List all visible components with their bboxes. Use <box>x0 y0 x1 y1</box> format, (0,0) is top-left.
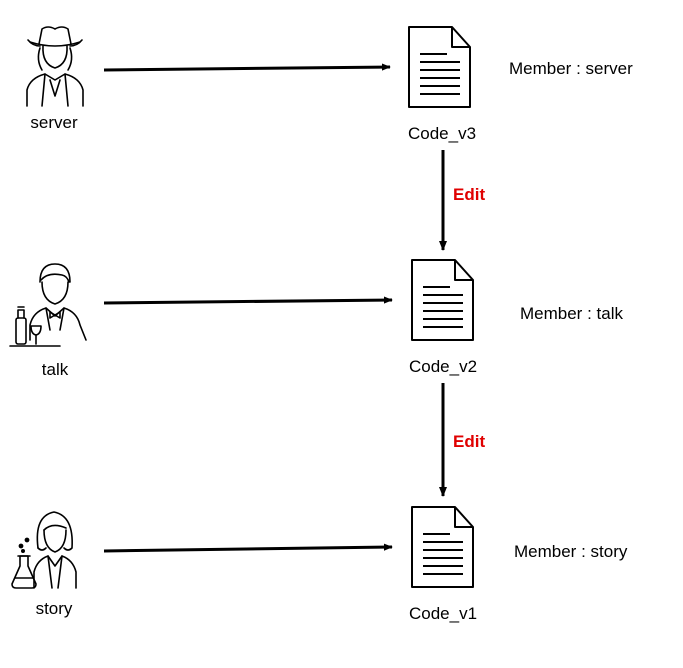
code-label-v1: Code_v1 <box>409 604 477 623</box>
person-story-group: story <box>12 512 76 618</box>
person-label-talk: talk <box>42 360 69 379</box>
cowboy-person-icon <box>27 27 83 106</box>
member-label-talk: Member : talk <box>520 304 623 323</box>
person-label-story: story <box>36 599 73 618</box>
assign-arrow-server <box>103 63 391 72</box>
code-label-v2: Code_v2 <box>409 357 477 376</box>
person-label-server: server <box>30 113 78 132</box>
document-icon <box>411 506 474 588</box>
code-file-v1-group: Code_v1 <box>409 506 477 623</box>
document-icon <box>411 259 474 341</box>
code-file-v3-group: Code_v3 <box>408 26 476 143</box>
member-label-story: Member : story <box>514 542 628 561</box>
member-label-server: Member : server <box>509 59 633 78</box>
scientist-woman-icon <box>12 512 76 588</box>
edit-label-1: Edit <box>453 185 485 204</box>
document-icon <box>408 26 471 108</box>
edit-label-2: Edit <box>453 432 485 451</box>
code-file-v2-group: Code_v2 <box>409 259 477 376</box>
waiter-person-icon <box>10 264 86 346</box>
person-talk-group: talk <box>10 264 86 379</box>
assign-arrow-story <box>103 543 393 553</box>
assign-arrow-talk <box>103 296 393 305</box>
person-server-group: server <box>27 27 83 132</box>
code-label-v3: Code_v3 <box>408 124 476 143</box>
